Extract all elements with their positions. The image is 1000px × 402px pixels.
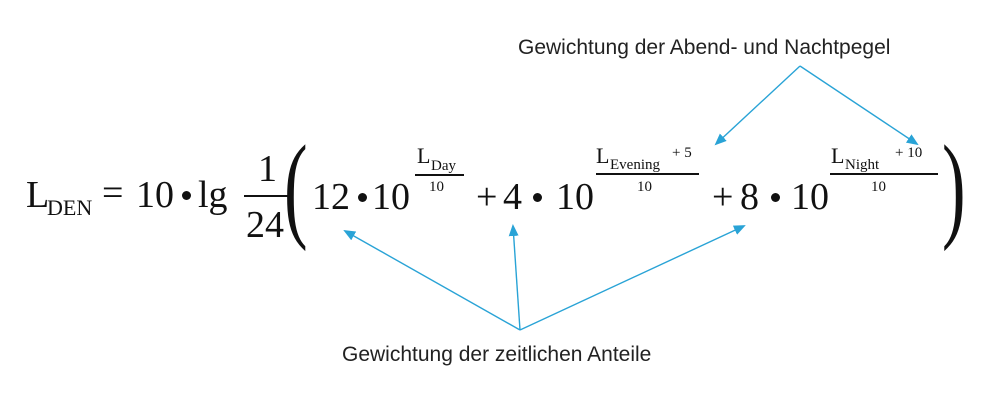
evening-plus: + [476,176,498,218]
arrow-to-night-addend [799,65,919,146]
log-function: lg [198,174,228,216]
evening-base: 10 [556,176,594,218]
night-exp-denominator: 10 [871,179,886,195]
night-exp-addend: + 10 [895,145,923,161]
night-exp-symbol: L [831,143,845,168]
multiply-dot-evening [533,193,542,202]
arrow-to-evening-weight [508,224,521,331]
day-base: 10 [372,176,410,218]
lhs-subscript: DEN [47,195,93,220]
evening-exp-denominator: 10 [637,179,652,195]
day-exp-denominator: 10 [429,179,444,195]
evening-exp-subscript: Evening [610,157,660,173]
night-plus: + [712,176,734,218]
equals-sign: = [102,172,124,214]
day-exp-fraction-bar [415,174,464,176]
multiply-dot-1 [182,191,191,200]
evening-weight: 4 [503,176,522,218]
fraction-bar [244,195,290,197]
night-exp-fraction-bar [830,173,938,175]
night-base: 10 [791,176,829,218]
annotation-evening-night-weighting: Gewichtung der Abend- und Nachtpegel [518,36,891,59]
arrow-to-evening-addend [714,65,801,146]
fraction-numerator: 1 [258,148,277,190]
day-exp-subscript: Day [431,158,456,174]
coefficient: 10 [136,174,174,216]
evening-exp-fraction-bar [596,173,699,175]
evening-exp-symbol: L [596,143,610,168]
fraction-denominator: 24 [246,204,284,246]
day-exp-symbol: L [417,143,431,168]
arrow-to-day-weight [343,230,521,331]
arrow-to-night-weight [519,225,746,331]
multiply-dot-day [358,193,367,202]
paren-close: ) [942,121,966,252]
day-weight: 12 [312,176,350,218]
night-exp-subscript: Night [845,157,880,173]
lhs-symbol: L [26,174,50,216]
annotation-time-share-weighting: Gewichtung der zeitlichen Anteile [342,343,652,366]
paren-open: ( [284,121,308,252]
night-weight: 8 [740,176,759,218]
multiply-dot-night [771,193,780,202]
evening-exp-addend: + 5 [672,145,692,161]
